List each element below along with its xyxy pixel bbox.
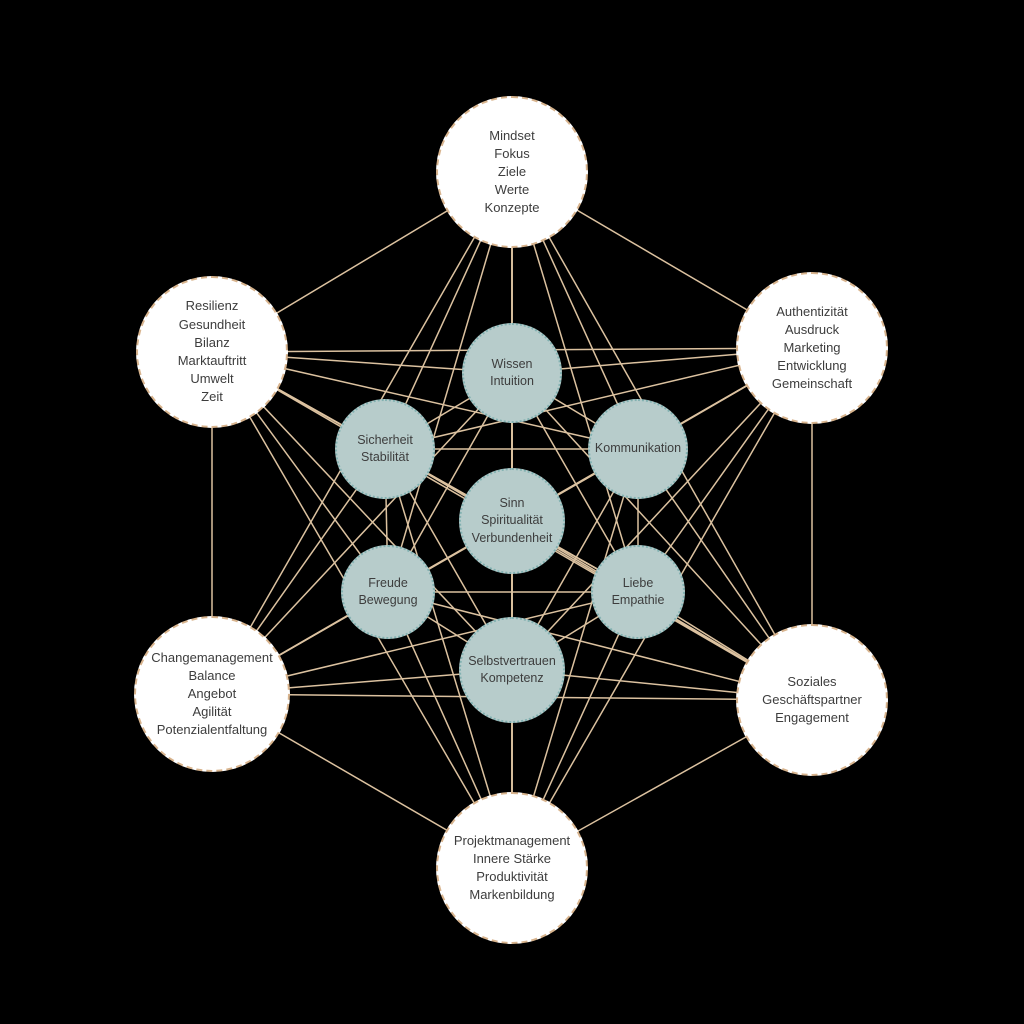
- node-freude-label: Freude Bewegung: [358, 575, 418, 608]
- node-sicherheit-label: Sicherheit Stabilität: [357, 432, 413, 465]
- node-sicherheit: Sicherheit Stabilität: [335, 399, 435, 499]
- node-sinn-label: Sinn Spiritualität Verbundenheit: [471, 495, 553, 545]
- node-changemanagement-label: Changemanagement Balance Angebot Agilitä…: [151, 649, 273, 738]
- node-selbstvertrauen-label: Selbstvertrauen Kompetenz: [468, 653, 556, 686]
- node-liebe-label: Liebe Empathie: [611, 575, 665, 608]
- node-resilienz: Resilienz Gesundheit Bilanz Marktauftrit…: [136, 276, 288, 428]
- node-selbstvertrauen: Selbstvertrauen Kompetenz: [459, 617, 565, 723]
- node-kommunikation-label: Kommunikation: [594, 441, 682, 456]
- node-wissen: Wissen Intuition: [462, 323, 562, 423]
- node-liebe: Liebe Empathie: [591, 545, 685, 639]
- node-freude: Freude Bewegung: [341, 545, 435, 639]
- node-wissen-label: Wissen Intuition: [490, 356, 534, 389]
- node-resilienz-label: Resilienz Gesundheit Bilanz Marktauftrit…: [177, 298, 247, 405]
- node-changemanagement: Changemanagement Balance Angebot Agilitä…: [134, 616, 290, 772]
- node-soziales-label: Soziales Geschäftspartner Engagement: [762, 673, 862, 726]
- node-authentizitaet-label: Authentizität Ausdruck Marketing Entwick…: [771, 303, 853, 392]
- node-sinn: Sinn Spiritualität Verbundenheit: [459, 468, 565, 574]
- node-projektmanagement: Projektmanagement Innere Stärke Produkti…: [436, 792, 588, 944]
- node-authentizitaet: Authentizität Ausdruck Marketing Entwick…: [736, 272, 888, 424]
- node-kommunikation: Kommunikation: [588, 399, 688, 499]
- node-soziales: Soziales Geschäftspartner Engagement: [736, 624, 888, 776]
- node-mindset: Mindset Fokus Ziele Werte Konzepte: [436, 96, 588, 248]
- node-projektmanagement-label: Projektmanagement Innere Stärke Produkti…: [453, 832, 571, 903]
- node-mindset-label: Mindset Fokus Ziele Werte Konzepte: [484, 127, 540, 216]
